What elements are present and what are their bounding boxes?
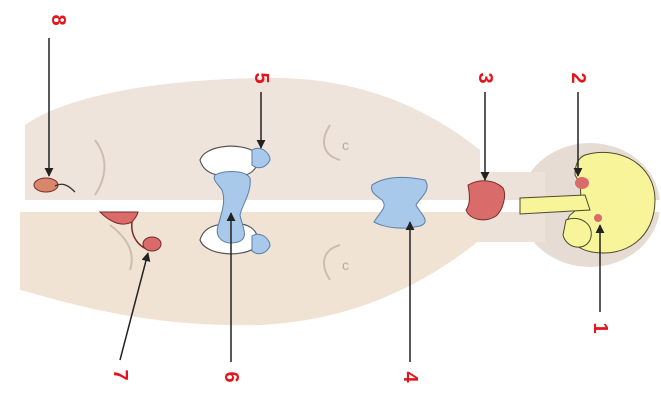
label-4: 4 bbox=[399, 371, 421, 383]
label-7: 7 bbox=[109, 369, 131, 380]
svg-text:c: c bbox=[342, 137, 349, 153]
label-5: 5 bbox=[250, 72, 272, 83]
label-8: 8 bbox=[47, 14, 69, 25]
label-3: 3 bbox=[474, 72, 496, 83]
pineal-gland bbox=[575, 177, 589, 189]
label-6: 6 bbox=[220, 371, 242, 382]
label-2: 2 bbox=[567, 72, 589, 83]
label-1: 1 bbox=[589, 322, 611, 333]
svg-text:c: c bbox=[342, 257, 349, 273]
pituitary-gland bbox=[594, 214, 602, 222]
